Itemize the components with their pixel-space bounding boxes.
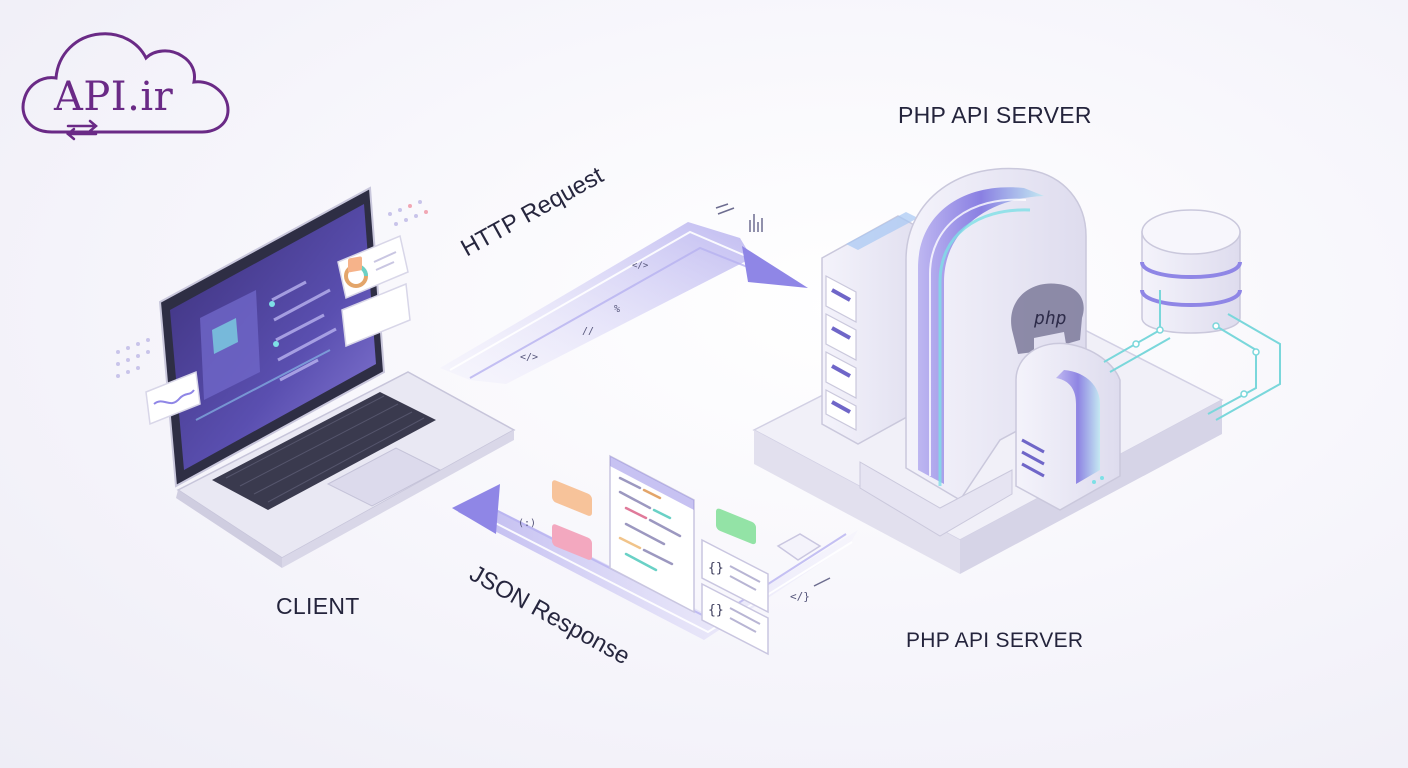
dot-grid-decoration	[116, 200, 428, 378]
code-tag-icon: </>	[520, 352, 538, 363]
http-request-arrow: </> </> // %	[440, 203, 808, 384]
floating-widget-tile	[341, 256, 411, 348]
data-glyph-icon: %	[614, 304, 620, 315]
php-elephant-logo: php	[1011, 283, 1084, 354]
parens-icon: (:)	[518, 518, 536, 529]
code-tag-response-icon: </}	[790, 590, 810, 603]
api-ir-logo[interactable]: API.ir	[14, 18, 240, 144]
logo-text: API.ir	[54, 74, 174, 120]
code-tag-small-icon: </>	[632, 261, 649, 271]
laptop-screen	[170, 204, 376, 470]
keyboard	[212, 392, 436, 510]
server-label-top: PHP API SERVER	[898, 102, 1092, 128]
signal-bars-icon	[749, 214, 763, 232]
braces-icon: {}	[708, 603, 724, 618]
pink-tile	[552, 524, 592, 560]
orange-tile	[552, 480, 592, 516]
cloud-icon	[21, 32, 230, 141]
json-response-arrow: (:) </} {} {}	[452, 454, 858, 656]
screen-dashboard	[195, 280, 337, 421]
response-arrowhead	[452, 484, 500, 534]
small-chip	[776, 533, 822, 561]
floating-widget-graph	[145, 370, 201, 426]
database-icon	[1140, 209, 1242, 334]
secondary-server-unit	[1015, 342, 1121, 511]
dash-lines-icon	[715, 203, 735, 215]
green-tile	[716, 508, 756, 545]
network-connectors	[1103, 290, 1281, 421]
client-label: CLIENT	[276, 593, 360, 619]
php-text: php	[1033, 308, 1067, 329]
code-editor-panel	[609, 454, 695, 614]
json-card-2: {}	[701, 582, 769, 656]
touchpad	[326, 447, 442, 507]
client-laptop	[116, 186, 516, 568]
dash-marks-icon: //	[582, 326, 594, 337]
server-label-bottom: PHP API SERVER	[906, 629, 1084, 652]
json-card-1: {}	[701, 538, 769, 614]
request-arrowhead	[742, 246, 808, 288]
braces-icon: {}	[708, 561, 724, 576]
